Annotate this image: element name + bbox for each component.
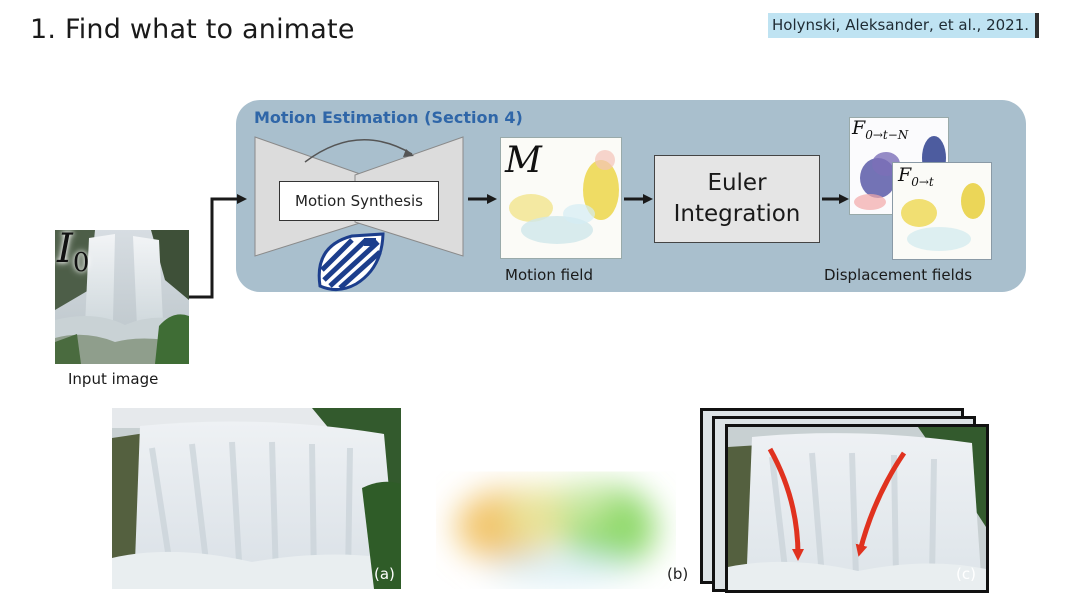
- field-front-symbol: F0→t: [898, 164, 934, 189]
- motion-symbol: M: [505, 140, 542, 181]
- field-back-subscript: 0→t−N: [865, 128, 908, 142]
- euler-integration-box: Euler Integration: [654, 155, 820, 243]
- panel-a-label: (a): [374, 565, 395, 583]
- euler-label-line2: Integration: [674, 199, 801, 230]
- panel-b-label: (b): [667, 565, 688, 583]
- panel-c-label: (c): [956, 565, 976, 583]
- field-front-subscript: 0→t: [911, 175, 934, 189]
- example-flow-image: [410, 408, 695, 589]
- arrow-input-to-network: [189, 199, 244, 297]
- skip-connection-arrow: [305, 140, 412, 162]
- euler-label-line1: Euler: [707, 168, 766, 199]
- example-flow-visualization: [410, 408, 695, 589]
- water-drop-icon: [319, 234, 383, 290]
- example-waterfall-image: [112, 408, 401, 589]
- displacement-caption: Displacement fields: [824, 266, 972, 284]
- field-front-letter: F: [898, 164, 911, 186]
- frame-stack-front: [725, 424, 989, 593]
- example-photo: [112, 408, 401, 589]
- field-back-letter: F: [852, 117, 865, 139]
- field-back-symbol: F0→t−N: [852, 117, 908, 142]
- motion-field-caption: Motion field: [505, 266, 593, 284]
- frame-front-waterfall-image: [728, 427, 986, 590]
- motion-synthesis-label: Motion Synthesis: [279, 181, 439, 221]
